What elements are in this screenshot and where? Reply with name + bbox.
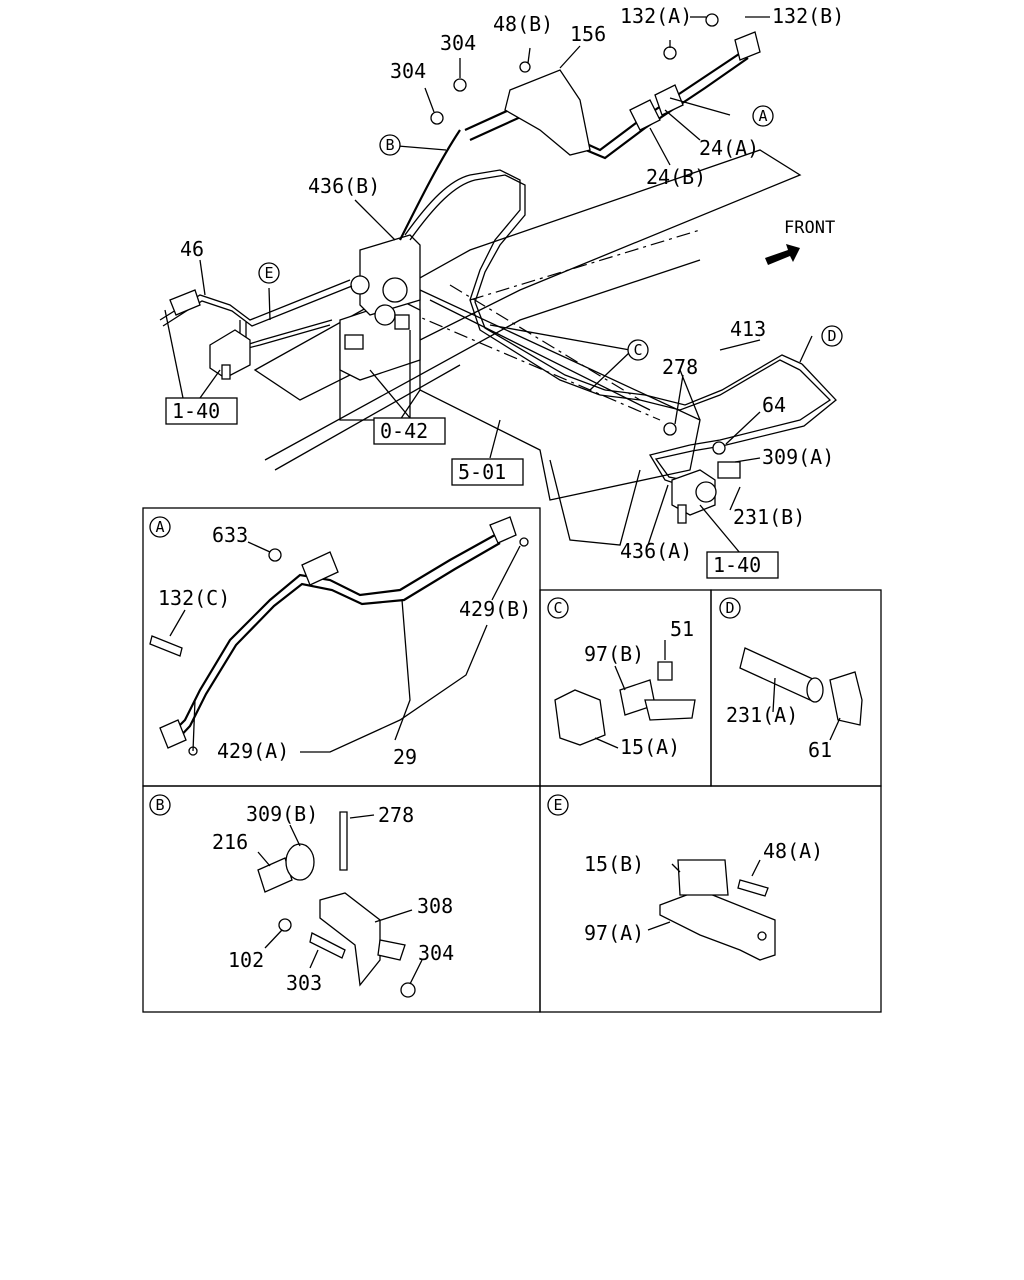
label-436b: 436(B) <box>308 174 380 198</box>
label-51: 51 <box>670 617 694 641</box>
boxed-ref-0-42: 0-42 <box>380 419 428 443</box>
label-231b: 231(B) <box>733 505 805 529</box>
label-24a: 24(A) <box>699 136 759 160</box>
label-429b: 429(B) <box>459 597 531 621</box>
main-circle-refs: A B E C D <box>258 105 843 361</box>
circle-ref-a-main: A <box>758 107 767 125</box>
circle-ref-e-main: E <box>264 264 273 282</box>
label-308: 308 <box>417 894 453 918</box>
label-102: 102 <box>228 948 264 972</box>
label-132b-top: 132(B) <box>772 4 844 28</box>
label-304-panel: 304 <box>418 941 454 965</box>
frame-outline <box>253 149 802 546</box>
label-278: 278 <box>662 355 698 379</box>
label-156: 156 <box>570 22 606 46</box>
circle-ref-b-panel: B <box>155 796 164 814</box>
panel-d-detail: D 231(A) 61 <box>719 597 863 762</box>
label-633: 633 <box>212 523 248 547</box>
boxed-ref-5-01: 5-01 <box>458 460 506 484</box>
panel-a-detail: A 633 132(C) 429(B) 429(A) 29 <box>149 516 531 769</box>
label-97b: 97(B) <box>584 642 644 666</box>
label-231a: 231(A) <box>726 703 798 727</box>
label-436a: 436(A) <box>620 539 692 563</box>
label-304-a: 304 <box>440 31 476 55</box>
circle-ref-d-panel: D <box>725 599 734 617</box>
circle-ref-c-main: C <box>633 341 642 359</box>
circle-ref-e-panel: E <box>553 796 562 814</box>
boxed-ref-1-40-left: 1-40 <box>172 399 220 423</box>
label-304-b: 304 <box>390 59 426 83</box>
panel-b-detail: B 309(B) 278 216 308 102 303 304 <box>149 794 454 998</box>
circle-ref-d-main: D <box>827 327 836 345</box>
label-309b: 309(B) <box>246 802 318 826</box>
front-arrow <box>765 244 800 265</box>
panel-c-detail: C 97(B) 51 15(A) <box>547 597 696 759</box>
hardware-fasteners <box>430 13 741 479</box>
label-278-b: 278 <box>378 803 414 827</box>
detail-panel-frames <box>142 507 882 1013</box>
label-132a-top: 132(A) <box>620 4 692 28</box>
label-216: 216 <box>212 830 248 854</box>
label-15b: 15(B) <box>584 852 644 876</box>
boxed-ref-1-40-right: 1-40 <box>713 553 761 577</box>
upper-bracket-156 <box>504 31 761 156</box>
label-413: 413 <box>730 317 766 341</box>
panel-e-detail: E 15(B) 48(A) 97(A) <box>547 794 823 961</box>
circle-ref-b-main: B <box>385 136 394 154</box>
label-309a: 309(A) <box>762 445 834 469</box>
label-29: 29 <box>393 745 417 769</box>
main-leader-lines <box>164 16 813 554</box>
label-61: 61 <box>808 738 832 762</box>
label-132c: 132(C) <box>158 586 230 610</box>
left-valve-1-40 <box>169 289 251 380</box>
label-15a: 15(A) <box>620 735 680 759</box>
label-303: 303 <box>286 971 322 995</box>
circle-ref-c-panel: C <box>553 599 562 617</box>
circle-ref-a-panel: A <box>155 518 164 536</box>
label-24b: 24(B) <box>646 165 706 189</box>
abs-modulator-block <box>339 234 421 381</box>
label-48b: 48(B) <box>493 12 553 36</box>
main-callout-labels: 132(A) 132(B) 48(B) 156 304 304 24(A) 24… <box>180 4 844 563</box>
label-46: 46 <box>180 237 204 261</box>
label-97a: 97(A) <box>584 921 644 945</box>
right-valve-1-40 <box>671 469 717 524</box>
boxed-refs: 1-40 0-42 5-01 1-40 <box>165 397 779 579</box>
label-64: 64 <box>762 393 786 417</box>
label-429a: 429(A) <box>217 739 289 763</box>
label-48a: 48(A) <box>763 839 823 863</box>
label-front: FRONT <box>784 218 835 238</box>
